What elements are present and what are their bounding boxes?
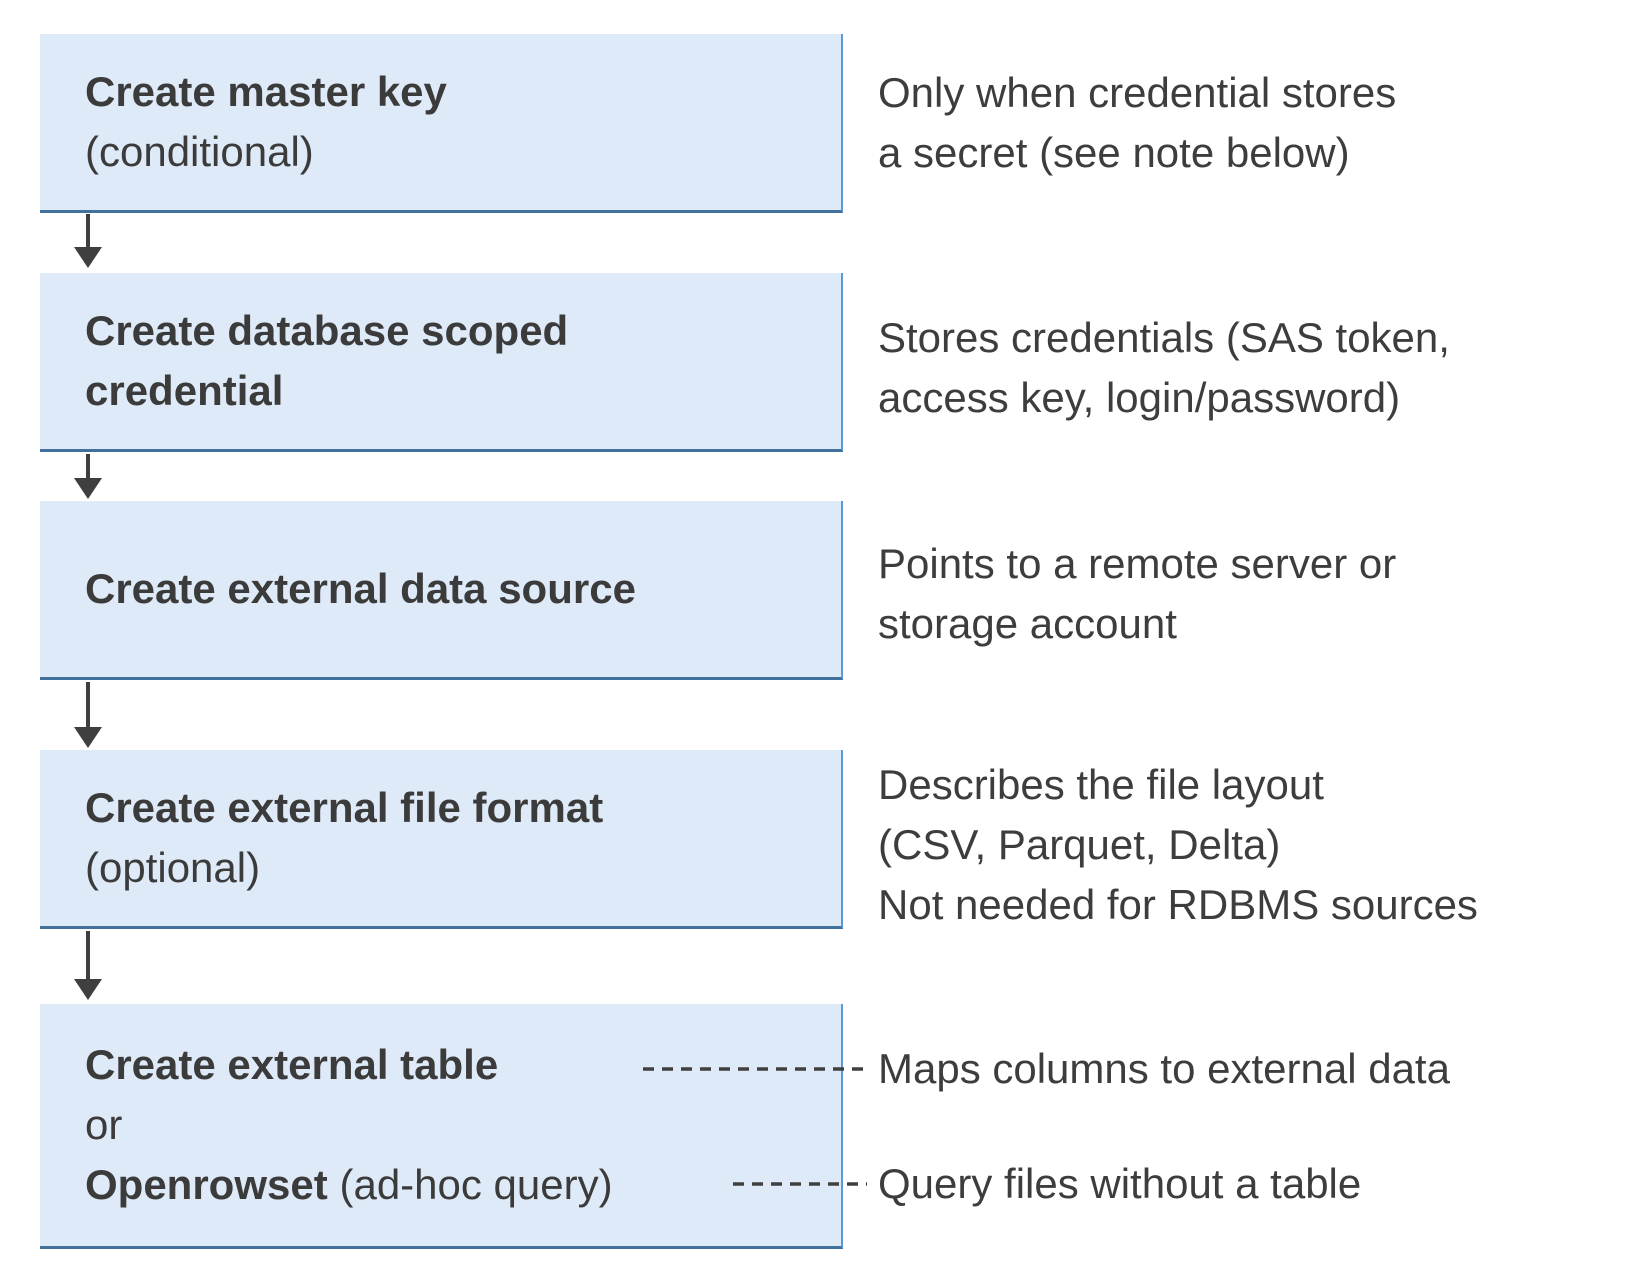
note-line: access key, login/password) — [878, 374, 1401, 421]
step-title: Create external file format — [85, 784, 604, 831]
note-line: Query files without a table — [878, 1160, 1362, 1207]
step-qualifier: (conditional) — [85, 128, 314, 175]
step-box-create-master-key: Create master key (conditional) — [40, 34, 843, 213]
step-option2-suffix: (ad-hoc query) — [339, 1161, 613, 1208]
note-database-scoped-credential: Stores credentials (SAS token, access ke… — [878, 308, 1450, 428]
down-arrow-icon — [74, 214, 102, 268]
down-arrow-icon — [74, 454, 102, 499]
dashed-connector-external-table — [643, 1067, 867, 1071]
note-line: Stores credentials (SAS token, — [878, 314, 1450, 361]
note-line: storage account — [878, 600, 1177, 647]
step-title-line2: credential — [85, 367, 284, 414]
note-line: Describes the file layout — [878, 761, 1324, 808]
step-box-create-database-scoped-credential: Create database scoped credential — [40, 273, 843, 452]
arrow-head — [74, 727, 102, 748]
step-title-line1: Create database scoped — [85, 307, 569, 354]
arrow-head — [74, 478, 102, 499]
arrow-stem — [86, 454, 90, 478]
note-line: Points to a remote server or — [878, 540, 1397, 587]
step-box-create-external-data-source: Create external data source — [40, 501, 843, 680]
arrow-head — [74, 979, 102, 1000]
step-conjunction: or — [85, 1101, 123, 1148]
note-line: (CSV, Parquet, Delta) — [878, 821, 1281, 868]
step-title: Create master key — [85, 68, 447, 115]
note-external-data-source: Points to a remote server or storage acc… — [878, 534, 1396, 654]
down-arrow-icon — [74, 931, 102, 1000]
step-option2-line: Openrowset(ad-hoc query) — [85, 1155, 841, 1215]
step-box-create-external-table-or-openrowset: Create external table or Openrowset(ad-h… — [40, 1004, 843, 1249]
note-line: Not needed for RDBMS sources — [878, 881, 1478, 928]
note-external-file-format: Describes the file layout (CSV, Parquet,… — [878, 755, 1478, 935]
arrow-head — [74, 247, 102, 268]
note-openrowset: Query files without a table — [878, 1154, 1361, 1214]
arrow-stem — [86, 682, 90, 727]
note-line: Maps columns to external data — [878, 1045, 1450, 1092]
step-box-create-external-file-format: Create external file format (optional) — [40, 750, 843, 929]
down-arrow-icon — [74, 682, 102, 748]
arrow-stem — [86, 214, 90, 247]
dashed-connector-openrowset — [733, 1182, 867, 1186]
step-qualifier: (optional) — [85, 844, 261, 891]
note-external-table: Maps columns to external data — [878, 1039, 1450, 1099]
step-option2: Openrowset — [85, 1161, 328, 1208]
step-title: Create external data source — [85, 565, 636, 612]
note-master-key: Only when credential stores a secret (se… — [878, 63, 1396, 183]
step-option1: Create external table — [85, 1041, 499, 1088]
note-line: Only when credential stores — [878, 69, 1397, 116]
arrow-stem — [86, 931, 90, 979]
note-line: a secret (see note below) — [878, 129, 1350, 176]
